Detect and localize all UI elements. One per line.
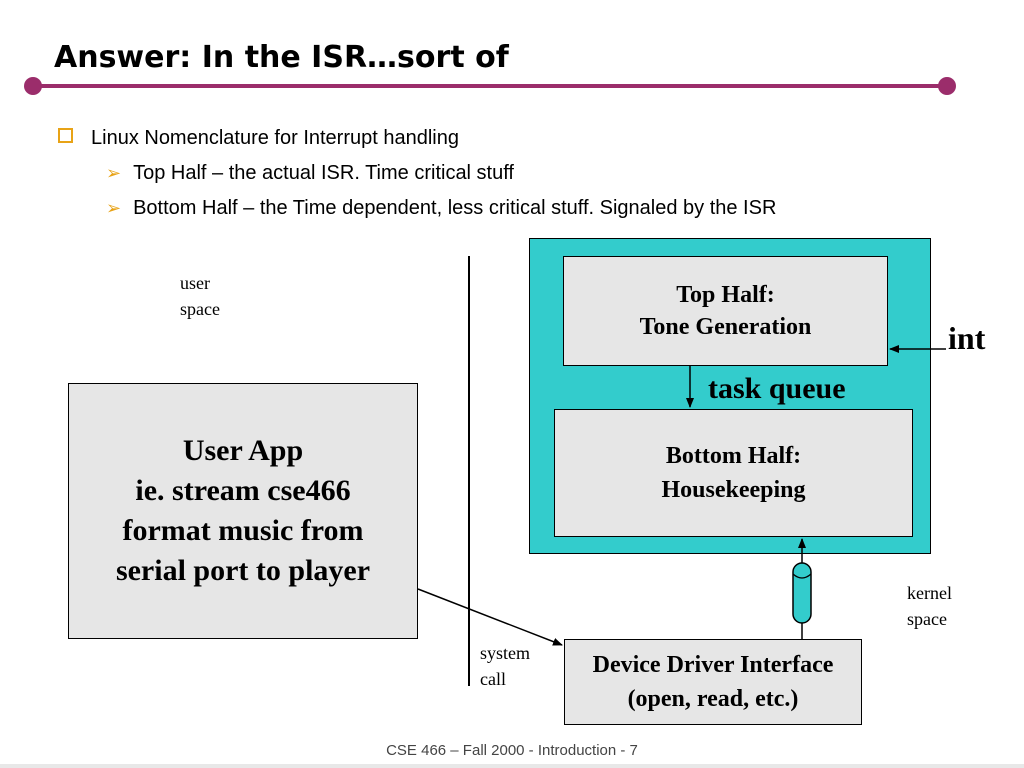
rule-dot-left	[24, 77, 42, 95]
arrow-bullet-icon: ➢	[106, 198, 122, 218]
bullet-sub-1-text: Top Half – the actual ISR. Time critical…	[133, 162, 514, 184]
arrow-bullet-icon: ➢	[106, 163, 122, 183]
system-call-arrow	[417, 588, 563, 646]
user-space-label: user space	[180, 273, 220, 319]
system-call-label: system call	[480, 643, 531, 689]
bullet-sub-1: ➢ Top Half – the actual ISR. Time critica…	[106, 162, 514, 185]
kernel-space-label: kernel space	[907, 583, 952, 629]
bottom-half-box: Bottom Half: Housekeeping	[554, 409, 913, 537]
bullet-main-text: Linux Nomenclature for Interrupt handlin…	[91, 127, 459, 149]
user-app-box: User App ie. stream cse466 format music …	[68, 383, 418, 639]
rule-dot-right	[938, 77, 956, 95]
bullet-sub-2-text: Bottom Half – the Time dependent, less c…	[133, 197, 777, 219]
queue-capsule-curve	[792, 573, 812, 579]
int-label: int	[948, 320, 986, 356]
square-bullet-icon	[58, 128, 73, 143]
title-rule	[32, 84, 946, 88]
bullet-sub-2: ➢ Bottom Half – the Time dependent, less …	[106, 197, 776, 220]
footer-bar	[0, 764, 1024, 768]
slide-footer: CSE 466 – Fall 2000 - Introduction - 7	[386, 742, 638, 759]
queue-capsule	[792, 562, 812, 624]
top-half-box: Top Half: Tone Generation	[563, 256, 888, 366]
space-divider	[468, 256, 470, 686]
bullet-main: Linux Nomenclature for Interrupt handlin…	[58, 127, 459, 150]
task-queue-label: task queue	[708, 372, 846, 405]
device-driver-box: Device Driver Interface (open, read, etc…	[564, 639, 862, 725]
slide-title: Answer: In the ISR…sort of	[54, 40, 509, 75]
